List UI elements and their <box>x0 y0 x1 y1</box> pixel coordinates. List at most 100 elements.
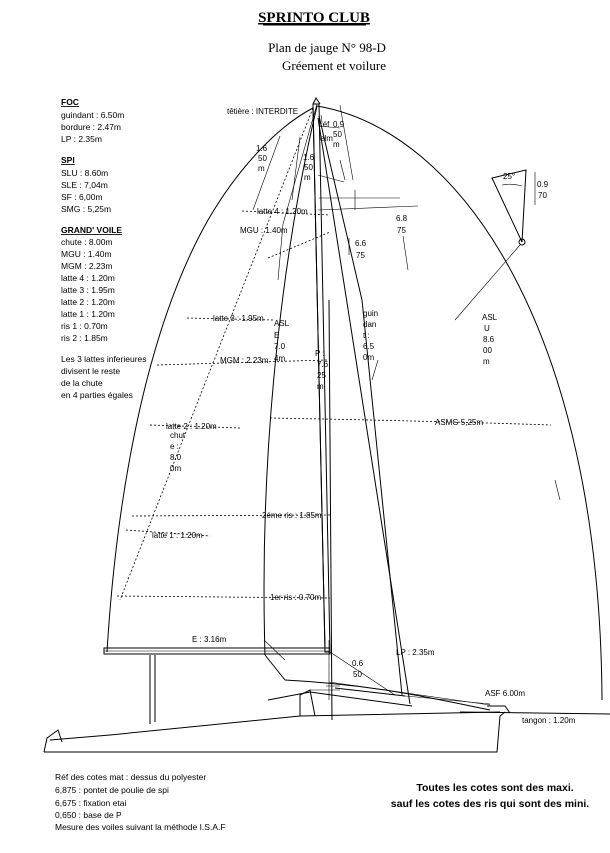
chute-l3: 0m <box>170 464 181 473</box>
p-l2: 25 <box>317 371 326 380</box>
spi-ref-mark <box>317 174 345 183</box>
mgu-line <box>267 231 331 259</box>
v66-l1: 75 <box>356 251 365 260</box>
angle-label: 25° <box>503 172 515 181</box>
chute-l0: chut <box>170 431 186 440</box>
v16-a-l2: m <box>258 164 265 173</box>
foc-line: LP : 2.35m <box>61 134 102 144</box>
tangon-label: tangon : 1.20m <box>522 716 576 725</box>
v68-l1: 75 <box>397 226 406 235</box>
grand-voile-line: latte 1 : 1.20m <box>61 309 115 319</box>
lp-tick <box>263 639 286 661</box>
p-l3: m <box>317 382 324 391</box>
v06-guide <box>326 640 340 700</box>
foc-line: bordure : 2.47m <box>61 122 121 132</box>
v16-b-l1: 50 <box>304 163 313 172</box>
mgu-upper-guide <box>317 205 419 211</box>
asle-l0: ASL <box>274 319 290 328</box>
mgm-line <box>156 359 328 366</box>
jib-luff <box>318 115 403 696</box>
lp-label: LP : 2.35m <box>396 648 435 657</box>
grand-voile-line: ris 2 : 1.85m <box>61 333 108 343</box>
guindant-l0: guin <box>363 309 378 318</box>
guindant-tick <box>371 359 379 381</box>
note-line: en 4 parties égales <box>61 390 133 400</box>
mgu-label: MGU : 1.40m <box>240 226 288 235</box>
jib-ref-mark <box>402 235 409 271</box>
aslu-l3: 00 <box>483 346 492 355</box>
spinnaker-foot <box>284 679 491 711</box>
asle-guide <box>277 103 318 281</box>
halyard-line <box>454 244 521 321</box>
tangon-pole <box>459 711 610 715</box>
spi-line: SMG : 5,25m <box>61 204 111 214</box>
v66-l0: 6.6 <box>355 239 367 248</box>
asle-l3: 4m <box>274 354 285 363</box>
spinnaker-leech <box>316 105 603 701</box>
aslu-l1: U <box>484 324 490 333</box>
ref-label-l0: réf <box>320 120 330 129</box>
grand-voile-line: MGM : 2.23m <box>61 261 112 271</box>
v09-top-l1: 50 <box>333 130 342 139</box>
aslu-l2: 8.6 <box>483 335 495 344</box>
v09-right-l1: 70 <box>538 191 547 200</box>
asmg-line <box>269 417 552 426</box>
reef-2-line <box>131 514 331 517</box>
note-line: Les 3 lattes inferieures <box>61 354 147 364</box>
chute-l2: 8.0 <box>170 453 182 462</box>
note-maxi: Toutes les cotes sont des maxi. <box>416 782 573 794</box>
spec-foc: FOC guindant : 6.50m bordure : 2.47m LP … <box>61 97 124 144</box>
mgu-guide <box>319 190 400 210</box>
spi-line: SLE : 7,04m <box>61 180 108 190</box>
spec-spi: SPI SLU : 8.60m SLE : 7,04m SF : 6,00m S… <box>61 155 111 214</box>
foc-line: guindant : 6.50m <box>61 110 124 120</box>
ref-line: 6,675 : fixation etai <box>55 798 126 808</box>
v16-b-l0: 1.6 <box>303 153 315 162</box>
spec-grand-voile: GRAND' VOILE chute : 8.00m MGU : 1.40m M… <box>61 225 122 343</box>
mast-inner <box>328 299 333 721</box>
chute-l1: e : <box>170 442 179 451</box>
aslu-l4: m <box>483 357 490 366</box>
v16-a-l1: 50 <box>258 154 267 163</box>
v16-a-guide <box>252 135 281 211</box>
ref-line: Mesure des voiles suivant la méthode I.S… <box>55 822 226 832</box>
asf-label: ASF 6.00m <box>485 689 525 698</box>
plan-number: Plan de jauge N° 98-D <box>268 40 386 55</box>
spinnaker-luff <box>263 105 318 656</box>
e-label: E : 3.16m <box>192 635 227 644</box>
spi-line: SF : 6,00m <box>61 192 103 202</box>
club-title: SPRINTO CLUB <box>258 10 370 26</box>
p-l1: 7.6 <box>317 360 329 369</box>
batten-note: Les 3 lattes inferieures divisent le res… <box>61 354 147 400</box>
lp-line <box>329 651 491 705</box>
grand-voile-line: chute : 8.00m <box>61 237 113 247</box>
ris1-label: 1er ris : 0.70m <box>270 593 321 602</box>
bow-fitting <box>487 705 511 714</box>
v06-l1: 50 <box>353 670 362 679</box>
aslu-l0: ASL <box>482 313 498 322</box>
hull-deck-line <box>267 691 413 707</box>
mgm-label: MGM : 2.23m <box>220 356 269 365</box>
ref-line: 0,650 : base de P <box>55 810 122 820</box>
angle-triangle <box>491 169 527 243</box>
grand-voile-line: latte 2 : 1.20m <box>61 297 115 307</box>
footer-references: Réf des cotes mat : dessus du polyester … <box>55 772 226 832</box>
hull-bottom <box>44 711 506 753</box>
mainsail-luff <box>312 107 326 649</box>
asle-l1: E <box>274 331 279 340</box>
hull-sheer <box>49 711 501 741</box>
tetiere-label: têtière : INTERDITE <box>227 107 298 116</box>
reef-1-line <box>116 595 331 599</box>
jib-head <box>318 125 341 129</box>
v16-a-l0: 1.6 <box>256 144 268 153</box>
hull-stern-fin <box>43 729 63 753</box>
guindant-l2: t : <box>363 331 370 340</box>
spinnaker-tack <box>264 654 286 681</box>
asf-line <box>328 681 491 706</box>
plan-subtitle: Gréement et voilure <box>282 58 386 73</box>
v09-top-l0: 0.9 <box>333 120 345 129</box>
v16-b-guide <box>291 136 301 201</box>
guindant-l1: dan <box>363 320 376 329</box>
ref-line: Réf des cotes mat : dessus du polyester <box>55 772 206 782</box>
